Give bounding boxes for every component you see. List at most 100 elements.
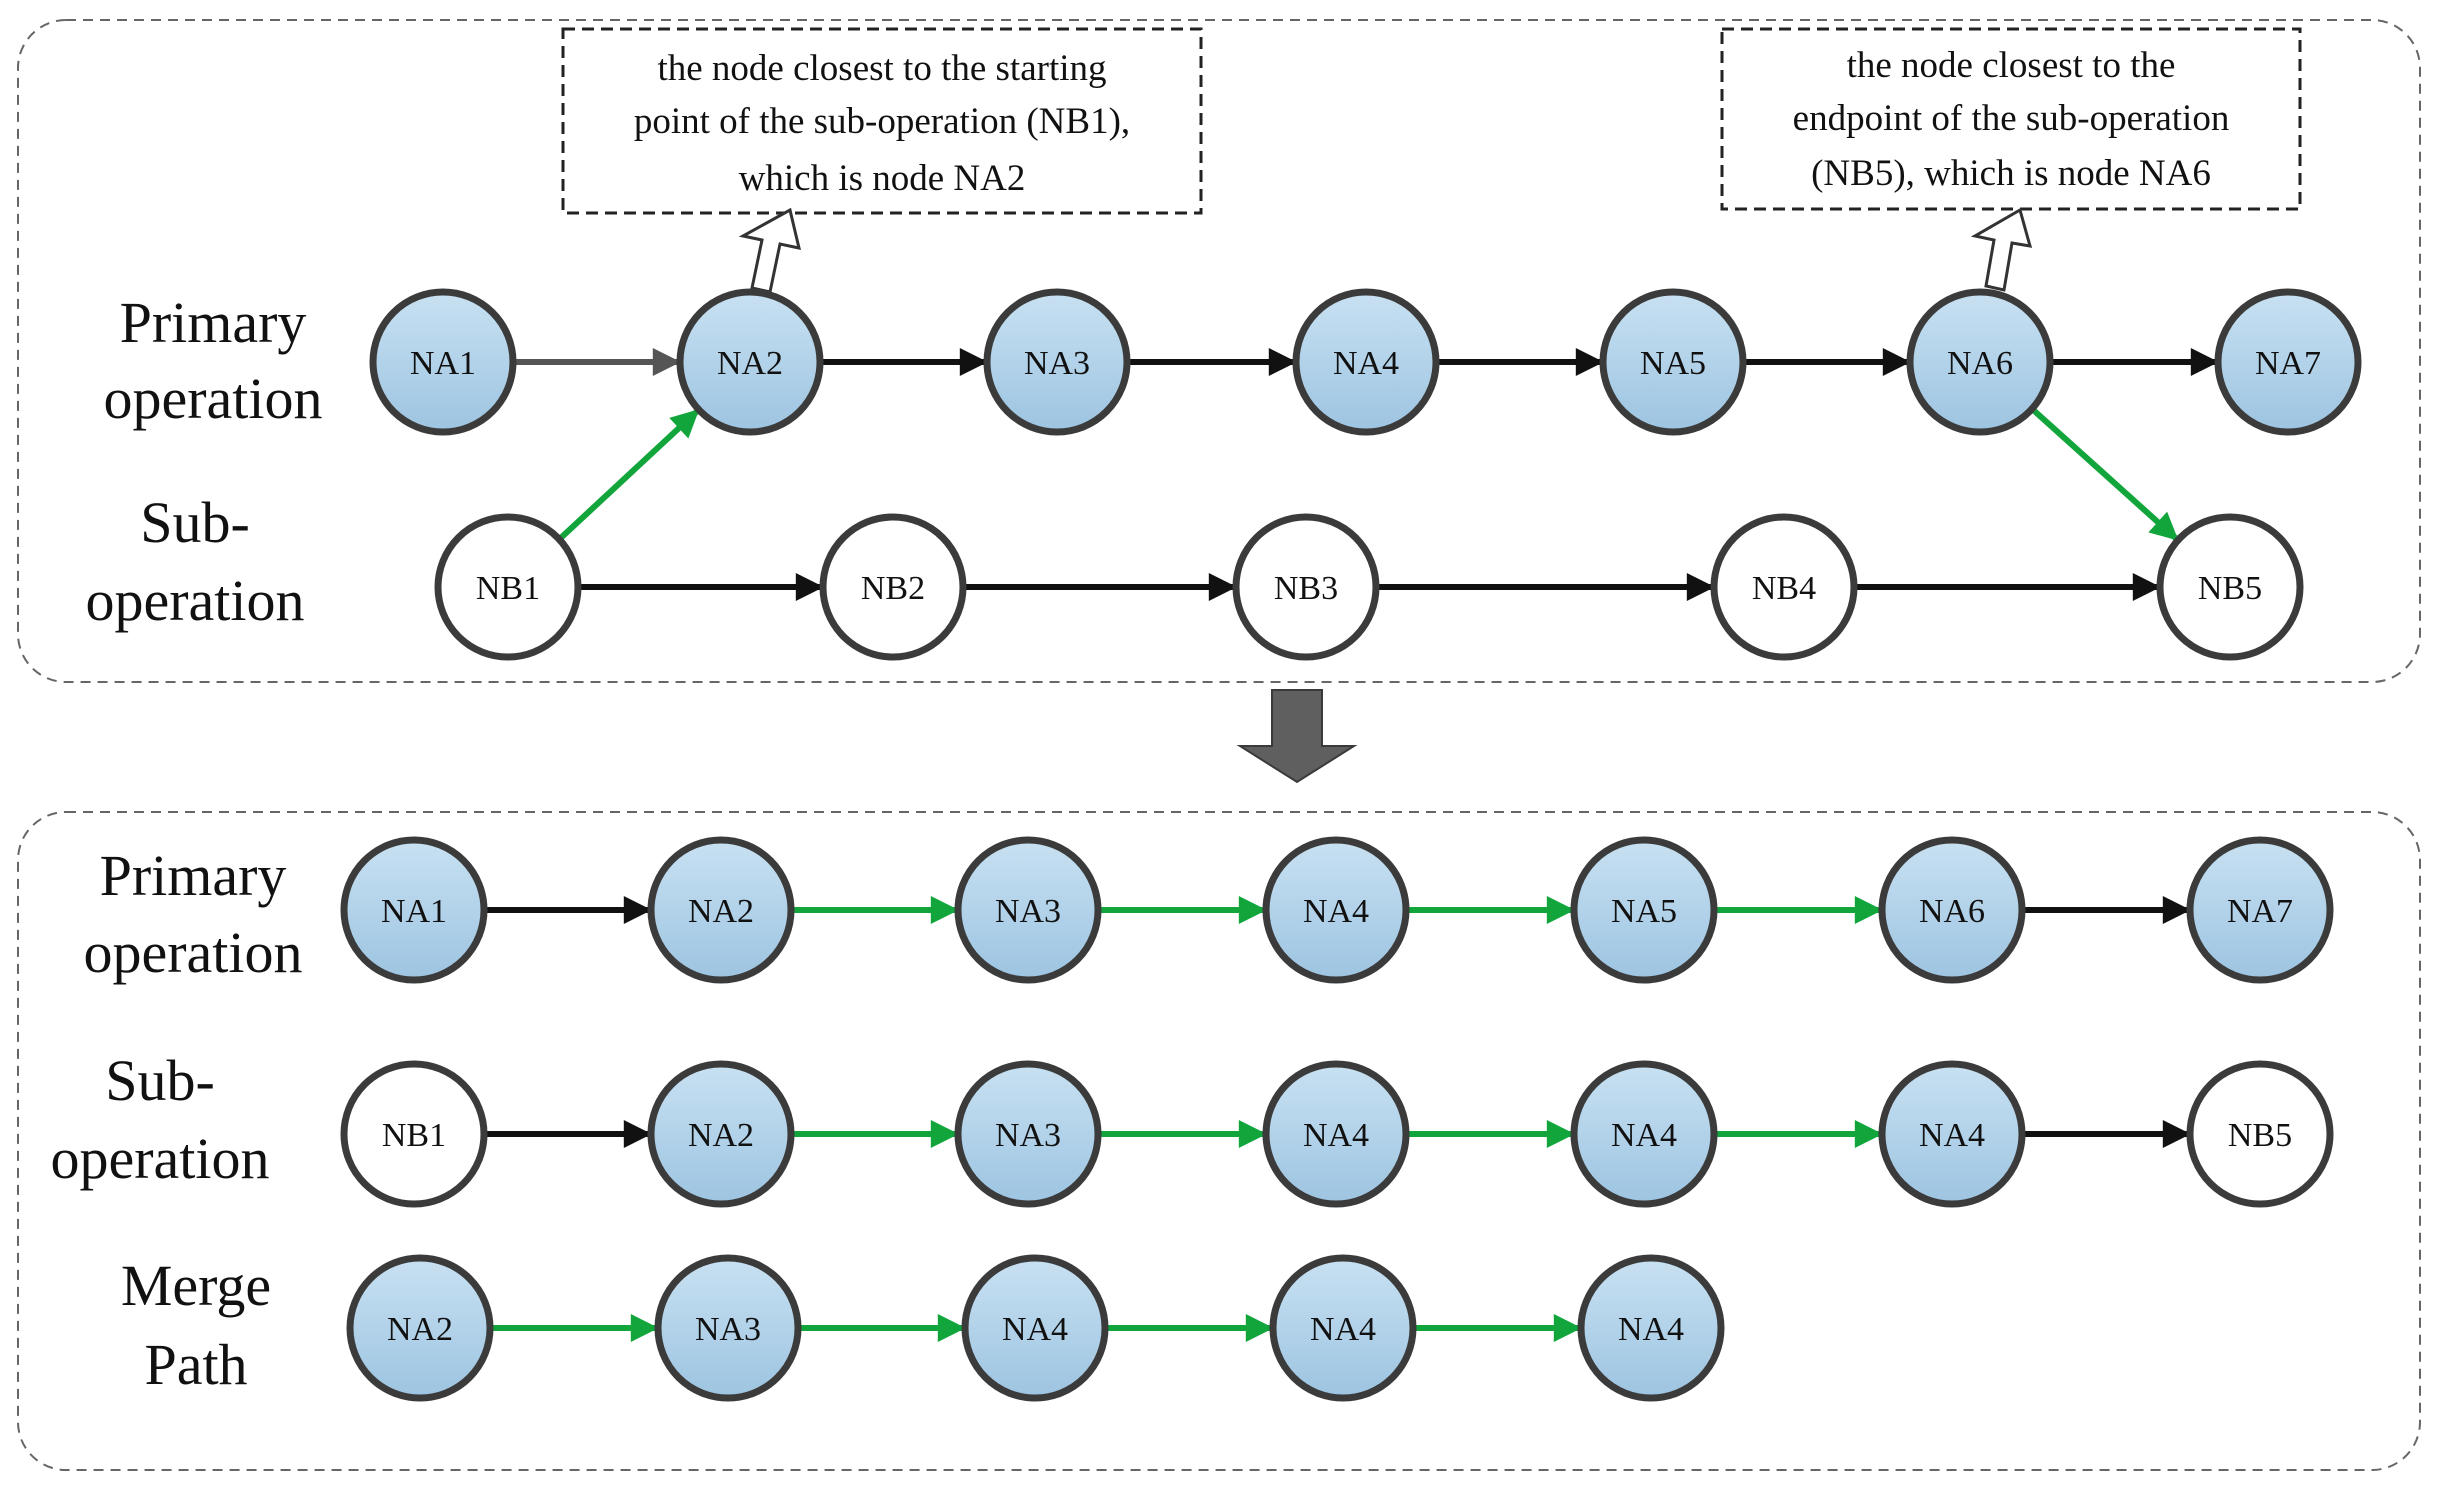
bottom-label-sub-1: Sub- (105, 1048, 215, 1113)
top-sub-node-3: NB3 (1232, 513, 1380, 661)
top-sub-node-5-circle (2156, 513, 2304, 661)
note-left-line2: point of the sub-operation (NB1), (634, 101, 1130, 142)
top-primary-node-1-label: NA1 (410, 345, 476, 382)
top-sub-node-2: NB2 (819, 513, 967, 661)
top-sub-node-1-circle (434, 513, 582, 661)
top-sub-node-4-label: NB4 (1752, 570, 1816, 607)
merge-node-3: NA4 (961, 1254, 1109, 1402)
bottom-primary-node-7: NA7 (2186, 836, 2334, 984)
bottom-sub-node-7-label: NB5 (2228, 1117, 2292, 1154)
top-primary-node-5-circle (1599, 288, 1747, 436)
bottom-primary-node-5-circle (1570, 836, 1718, 984)
bottom-sub-node-1-circle (340, 1060, 488, 1208)
top-sub-node-5: NB5 (2156, 513, 2304, 661)
bottom-primary-node-6-label: NA6 (1919, 893, 1985, 930)
bottom-sub-node-6-circle (1878, 1060, 2026, 1208)
merge-node-2-label: NA3 (695, 1311, 761, 1348)
top-primary-node-6-label: NA6 (1947, 345, 2013, 382)
bottom-sub-node-3-circle (954, 1060, 1102, 1208)
top-primary-node-3: NA3 (983, 288, 1131, 436)
bottom-primary-node-7-label: NA7 (2227, 893, 2293, 930)
bottom-sub-node-2-label: NA2 (688, 1117, 754, 1154)
top-sub-node-1-label: NB1 (476, 570, 540, 607)
bottom-primary-node-7-circle (2186, 836, 2334, 984)
transition-down-arrow (1236, 689, 1358, 784)
top-primary-node-2-circle (676, 288, 824, 436)
bottom-label-primary-2: operation (83, 920, 302, 985)
top-primary-node-1-circle (369, 288, 517, 436)
top-panel (17, 19, 2421, 683)
merge-node-1-label: NA2 (387, 1311, 453, 1348)
top-sub-node-4-circle (1710, 513, 1858, 661)
bottom-primary-node-3: NA3 (954, 836, 1102, 984)
bottom-sub-node-4-label: NA4 (1303, 1117, 1369, 1154)
top-sub-node-1: NB1 (434, 513, 582, 661)
bottom-primary-node-6-circle (1878, 836, 2026, 984)
bottom-sub-node-6-label: NA4 (1919, 1117, 1985, 1154)
merge-node-3-label: NA4 (1002, 1311, 1068, 1348)
top-label-sub-2: operation (85, 568, 304, 633)
merge-node-3-circle (961, 1254, 1109, 1402)
top-sub-node-5-label: NB5 (2198, 570, 2262, 607)
top-sub-node-4: NB4 (1710, 513, 1858, 661)
bottom-label-primary-1: Primary (100, 843, 287, 908)
top-primary-node-1: NA1 (369, 288, 517, 436)
merge-node-1-circle (346, 1254, 494, 1402)
bottom-primary-node-5-label: NA5 (1611, 893, 1677, 930)
top-sub-node-3-label: NB3 (1274, 570, 1338, 607)
bottom-primary-node-4-circle (1262, 836, 1410, 984)
top-sub-node-2-circle (819, 513, 967, 661)
bottom-primary-node-2-label: NA2 (688, 893, 754, 930)
note-right-line2: endpoint of the sub-operation (1793, 98, 2230, 139)
merge-node-5-circle (1577, 1254, 1725, 1402)
bottom-primary-node-5: NA5 (1570, 836, 1718, 984)
bottom-primary-node-2: NA2 (647, 836, 795, 984)
note-left-line1: the node closest to the starting (657, 48, 1106, 89)
top-primary-node-6: NA6 (1906, 288, 2054, 436)
merge-node-4-label: NA4 (1310, 1311, 1376, 1348)
top-label-sub-1: Sub- (140, 490, 250, 555)
top-label-primary-1: Primary (120, 290, 307, 355)
top-primary-node-7-label: NA7 (2255, 345, 2321, 382)
bottom-sub-node-7: NB5 (2186, 1060, 2334, 1208)
bottom-sub-node-5-circle (1570, 1060, 1718, 1208)
top-primary-node-7-circle (2214, 288, 2362, 436)
bottom-sub-node-3: NA3 (954, 1060, 1102, 1208)
top-sub-node-2-label: NB2 (861, 570, 925, 607)
top-edge-na6-nb5 (2030, 406, 2179, 542)
bottom-sub-node-7-circle (2186, 1060, 2334, 1208)
bottom-primary-node-3-label: NA3 (995, 893, 1061, 930)
top-primary-node-3-label: NA3 (1024, 345, 1090, 382)
top-primary-node-3-circle (983, 288, 1131, 436)
bottom-label-merge-2: Path (144, 1332, 247, 1397)
callout-arrow-left (738, 207, 802, 294)
top-label-primary-2: operation (103, 366, 322, 431)
top-primary-node-5-label: NA5 (1640, 345, 1706, 382)
top-primary-node-7: NA7 (2214, 288, 2362, 436)
bottom-sub-node-5-label: NA4 (1611, 1117, 1677, 1154)
edges-layer (484, 348, 2219, 1342)
top-primary-node-6-circle (1906, 288, 2054, 436)
top-primary-node-2-label: NA2 (717, 345, 783, 382)
merge-node-4: NA4 (1269, 1254, 1417, 1402)
bottom-sub-node-1: NB1 (340, 1060, 488, 1208)
bottom-primary-node-6: NA6 (1878, 836, 2026, 984)
bottom-primary-node-3-circle (954, 836, 1102, 984)
bottom-sub-node-2-circle (647, 1060, 795, 1208)
note-left-line3: which is node NA2 (739, 158, 1026, 199)
bottom-label-merge-1: Merge (121, 1253, 271, 1318)
bottom-sub-node-4-circle (1262, 1060, 1410, 1208)
top-primary-node-4-circle (1292, 288, 1440, 436)
bottom-sub-node-6: NA4 (1878, 1060, 2026, 1208)
bottom-label-sub-2: operation (50, 1126, 269, 1191)
top-primary-node-4: NA4 (1292, 288, 1440, 436)
merge-node-2: NA3 (654, 1254, 802, 1402)
bottom-sub-node-5: NA4 (1570, 1060, 1718, 1208)
note-right-line3: (NB5), which is node NA6 (1811, 153, 2211, 194)
bottom-primary-node-2-circle (647, 836, 795, 984)
note-right-line1: the node closest to the (1847, 45, 2176, 86)
bottom-primary-node-4: NA4 (1262, 836, 1410, 984)
top-edge-nb1-na2 (557, 408, 700, 542)
